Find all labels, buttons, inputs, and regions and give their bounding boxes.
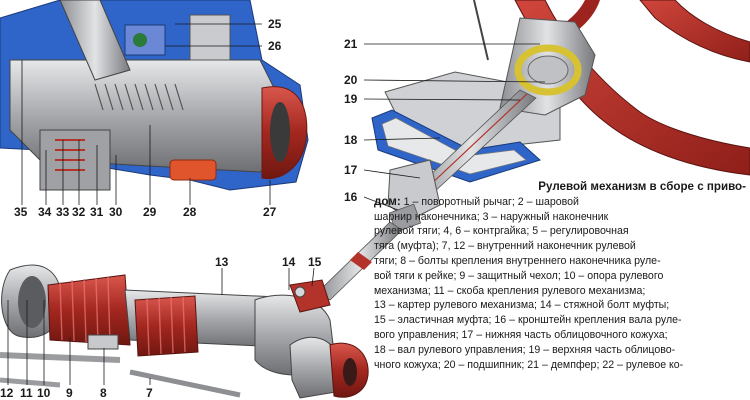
callout-27: 27 — [263, 205, 277, 219]
callout-21: 21 — [344, 37, 358, 51]
callout-19: 19 — [344, 92, 358, 106]
caption-text-0: 1 – поворотный рычаг; 2 – шаровой — [400, 195, 579, 208]
callout-31: 31 — [90, 205, 104, 219]
callout-28: 28 — [183, 205, 197, 219]
caption-text-2: рулевой тяги; 4, 6 – контргайка; 5 – рег… — [374, 225, 629, 238]
callout-35: 35 — [14, 205, 28, 219]
caption-text-6: механизма; 11 – скоба крепления рулевого… — [374, 284, 646, 297]
caption-text-7: 13 – картер рулевого механизма; 14 – стя… — [374, 299, 670, 312]
caption-text-9: вого управления; 17 – нижняя часть облиц… — [374, 328, 668, 341]
callout-34: 34 — [38, 205, 52, 219]
callout-18: 18 — [344, 133, 358, 147]
caption-text-8: 15 – эластичная муфта; 16 – кронштейн кр… — [374, 314, 682, 327]
callout-7: 7 — [146, 386, 153, 400]
callout-32: 32 — [72, 205, 86, 219]
callout-17: 17 — [344, 163, 358, 177]
callout-8: 8 — [100, 386, 107, 400]
callout-10: 10 — [37, 386, 51, 400]
callout-16: 16 — [344, 190, 358, 204]
caption-text-4: тяги; 8 – болты крепления внутреннего на… — [374, 254, 661, 267]
callout-numbers: 25 26 35 34 33 32 31 30 29 28 27 21 20 1… — [0, 17, 358, 400]
gear-cutaway — [0, 0, 309, 191]
caption-title-line1: Рулевой механизм в сборе с приво- — [538, 180, 746, 193]
leader-lines — [7, 23, 546, 385]
figure-caption: Рулевой механизм в сборе с приво- дом: 1… — [374, 180, 746, 372]
callout-13: 13 — [215, 255, 229, 269]
caption-text-5: вой тяги к рейке; 9 – защитный чехол; 10… — [374, 269, 664, 282]
caption-line: дом: 1 – поворотный рычаг; 2 – шаровой — [374, 195, 746, 210]
callout-12: 12 — [0, 386, 14, 400]
callout-25: 25 — [268, 17, 282, 31]
callout-29: 29 — [143, 205, 157, 219]
gear-assembly — [0, 264, 369, 399]
caption-title-line2: дом: — [374, 194, 401, 208]
callout-20: 20 — [344, 73, 358, 87]
caption-text-3: тяга (муфта); 7, 12 – внутренний наконеч… — [374, 240, 636, 253]
callout-9: 9 — [66, 386, 73, 400]
callout-33: 33 — [56, 205, 70, 219]
caption-text-10: 18 – вал рулевого управления; 19 – верхн… — [374, 343, 676, 356]
callout-26: 26 — [268, 39, 282, 53]
callout-14: 14 — [282, 255, 296, 269]
caption-text-11: чного кожуха; 20 – подшипник; 21 – демпф… — [374, 358, 684, 371]
caption-text-1: шарнир наконечника; 3 – наружный наконеч… — [374, 210, 609, 223]
callout-30: 30 — [109, 205, 123, 219]
callout-15: 15 — [308, 255, 322, 269]
callout-11: 11 — [20, 386, 33, 400]
